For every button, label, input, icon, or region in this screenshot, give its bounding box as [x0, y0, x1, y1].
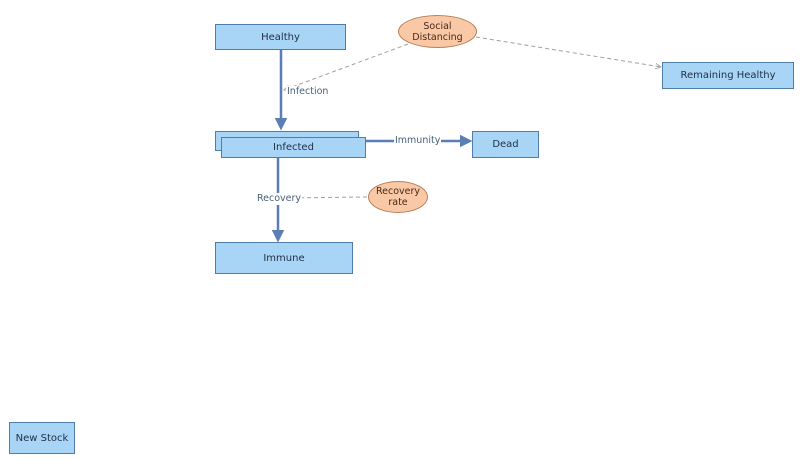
variable-social-distancing-label: Social Distancing [412, 20, 463, 43]
stock-healthy-label: Healthy [261, 31, 300, 43]
variable-recovery-rate-line2: rate [388, 197, 408, 208]
stock-healthy[interactable]: Healthy [215, 24, 346, 50]
variable-recovery-rate-line1: Recovery [375, 186, 421, 197]
social-distancing-to-infection-link[interactable] [284, 43, 409, 90]
stock-immune-label: Immune [263, 252, 305, 264]
stock-new-stock[interactable]: New Stock [9, 422, 75, 454]
flow-label-infection[interactable]: Infection [286, 86, 330, 98]
stock-new-stock-label: New Stock [15, 432, 69, 444]
stock-immune[interactable]: Immune [215, 242, 353, 274]
flow-label-immunity[interactable]: Immunity [394, 135, 442, 147]
social-distancing-to-remaining-healthy-link[interactable] [475, 36, 661, 67]
stock-remaining-healthy-label: Remaining Healthy [680, 70, 776, 81]
stock-infected[interactable]: Infected [221, 137, 366, 158]
flow-label-recovery[interactable]: Recovery [256, 193, 303, 205]
variable-recovery-rate-label: Recovery rate [376, 186, 420, 208]
variable-recovery-rate[interactable]: Recovery rate [368, 181, 428, 213]
stock-remaining-healthy[interactable]: Remaining Healthy [662, 62, 794, 89]
stock-dead-label: Dead [492, 139, 519, 150]
variable-social-distancing[interactable]: Social Distancing [398, 15, 477, 48]
stock-infected-label: Infected [273, 142, 314, 153]
stock-dead[interactable]: Dead [472, 131, 539, 158]
